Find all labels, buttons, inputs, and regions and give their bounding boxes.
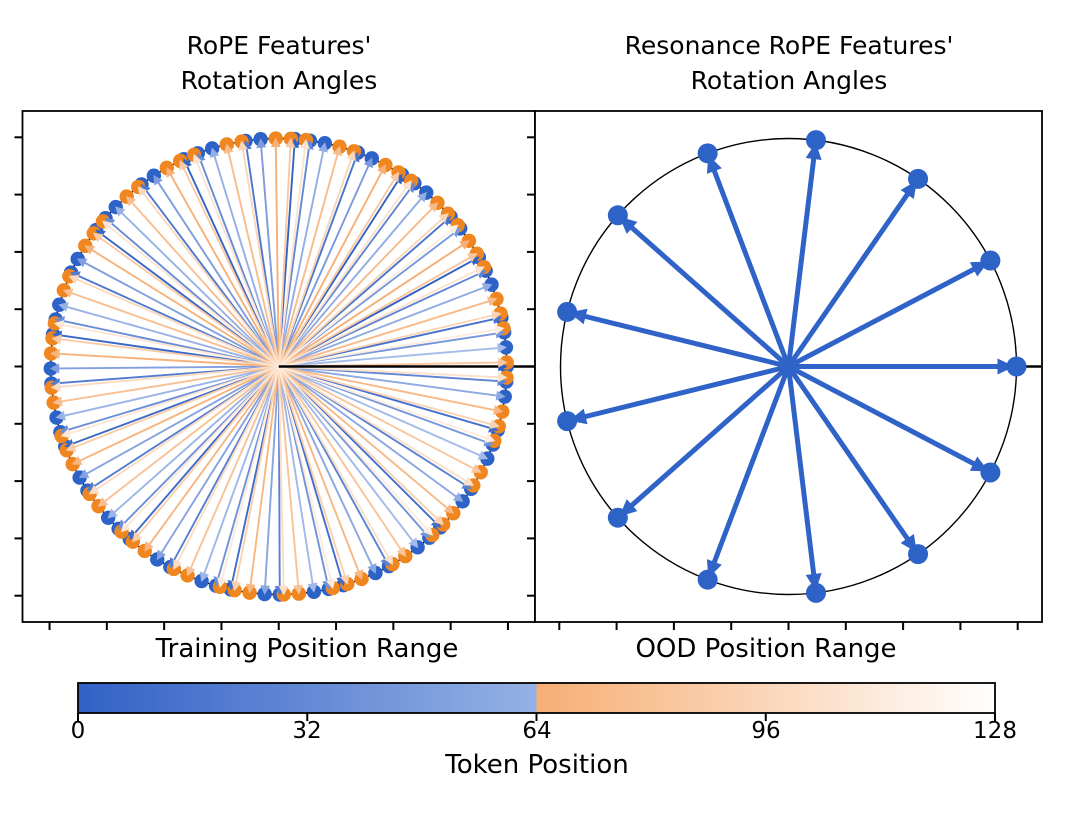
right-plot-title-line1: Resonance RoPE Features' <box>624 31 954 60</box>
colorbar <box>77 682 996 721</box>
right-plot-quiver <box>557 130 1041 603</box>
left-plot-title: RoPE Features' Rotation Angles <box>181 28 378 98</box>
right-plot-title-line2: Rotation Angles <box>690 66 888 95</box>
left-plot-title-line1: RoPE Features' <box>186 31 372 60</box>
ood-range-label: OOD Position Range <box>635 634 897 664</box>
colorbar-tick-64: 64 <box>522 718 552 744</box>
colorbar-tick-96: 96 <box>751 718 781 744</box>
left-plot-quiver <box>43 131 534 602</box>
left-plot-title-line2: Rotation Angles <box>180 66 378 95</box>
colorbar-tick-128: 128 <box>973 718 1017 744</box>
right-plot-title: Resonance RoPE Features' Rotation Angles <box>625 28 954 98</box>
colorbar-tick-0: 0 <box>70 718 86 744</box>
colorbar-axis-label: Token Position <box>445 750 629 780</box>
colorbar-tick-32: 32 <box>292 718 322 744</box>
training-range-label: Training Position Range <box>155 634 459 664</box>
